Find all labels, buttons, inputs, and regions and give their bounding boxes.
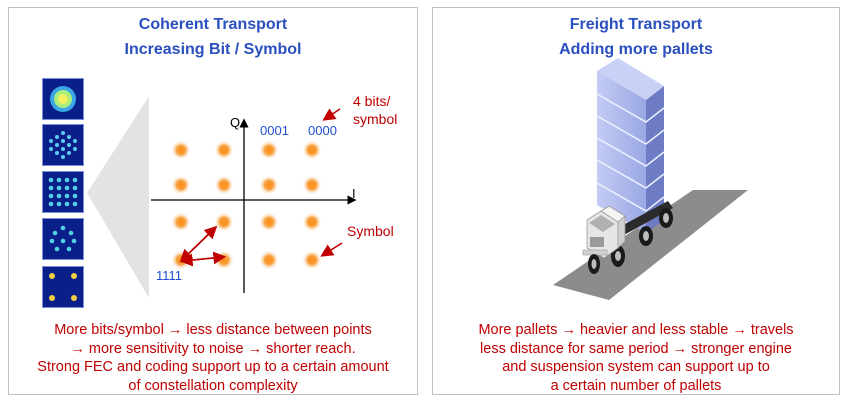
constellation-points <box>171 140 322 270</box>
coherent-caption-line: of constellation complexity <box>128 377 298 394</box>
freight-caption-line: less distance for same period → stronger… <box>480 340 792 357</box>
q-axis-label: Q <box>230 115 240 130</box>
point <box>302 140 322 160</box>
bits-annotation-line2: symbol <box>353 111 397 127</box>
coherent-caption: More bits/symbol → less distance between… <box>9 321 417 395</box>
i-axis-label: I <box>352 186 356 201</box>
thumb-4-graphic <box>43 219 83 259</box>
coherent-transport-panel: Coherent Transport Increasing Bit / Symb… <box>8 7 418 395</box>
thumb-3-graphic <box>43 172 83 212</box>
point <box>302 212 322 232</box>
point <box>259 175 279 195</box>
freight-subtitle: Adding more pallets <box>559 41 713 58</box>
freight-title: Freight Transport <box>569 16 703 33</box>
coherent-title: Coherent Transport <box>138 16 288 33</box>
freight-caption: More pallets → heavier and less stable →… <box>433 321 839 395</box>
point <box>214 140 234 160</box>
point <box>214 175 234 195</box>
grille <box>590 237 604 247</box>
freight-transport-panel: Freight Transport Adding more pallets <box>432 7 840 395</box>
point <box>171 212 191 232</box>
thumb-5-graphic <box>43 267 83 307</box>
constellation-thumb-5 <box>42 266 84 308</box>
distance-arrow-up-back <box>179 227 216 263</box>
distance-arrow-right-back <box>179 253 224 267</box>
symbol-pointer-arrow <box>320 242 343 257</box>
constellation-thumb-2 <box>42 124 84 166</box>
constellation-thumb-3 <box>42 171 84 213</box>
freight-caption-line: and suspension system can support up to <box>502 359 770 375</box>
constellation-thumb-4 <box>42 218 84 260</box>
point <box>259 250 279 270</box>
truck-illustration <box>553 58 748 300</box>
point <box>302 250 322 270</box>
point <box>171 175 191 195</box>
label-0001: 0001 <box>260 123 289 138</box>
constellation-diagram: Q I 0001 0000 1111 4 bits/ symbol Symbol <box>87 93 397 298</box>
coherent-subtitle: Increasing Bit / Symbol <box>124 41 302 58</box>
bits-annotation-line1: 4 bits/ <box>353 93 390 109</box>
point <box>259 212 279 232</box>
coherent-caption-line: More bits/symbol → less distance between… <box>54 322 372 338</box>
freight-caption-line: More pallets → heavier and less stable →… <box>478 322 794 338</box>
pallet-stack <box>596 58 665 233</box>
truck-cab <box>582 205 626 274</box>
coherent-caption-line: Strong FEC and coding support up to a ce… <box>37 359 389 375</box>
point <box>171 140 191 160</box>
label-0000: 0000 <box>308 123 337 138</box>
bits-pointer-arrow <box>322 108 341 121</box>
thumb-2-graphic <box>43 125 83 165</box>
constellation-thumb-1 <box>42 78 84 120</box>
road <box>553 190 748 300</box>
point <box>214 212 234 232</box>
point <box>302 175 322 195</box>
thumb-1-graphic <box>43 79 83 119</box>
label-1111: 1111 <box>156 268 182 283</box>
point <box>214 250 234 270</box>
coherent-caption-line: → more sensitivity to noise → shorter re… <box>70 340 356 357</box>
symbol-annotation: Symbol <box>347 223 394 239</box>
freight-caption-line: a certain number of pallets <box>550 377 722 394</box>
point <box>259 140 279 160</box>
zoom-wedge <box>87 96 149 298</box>
